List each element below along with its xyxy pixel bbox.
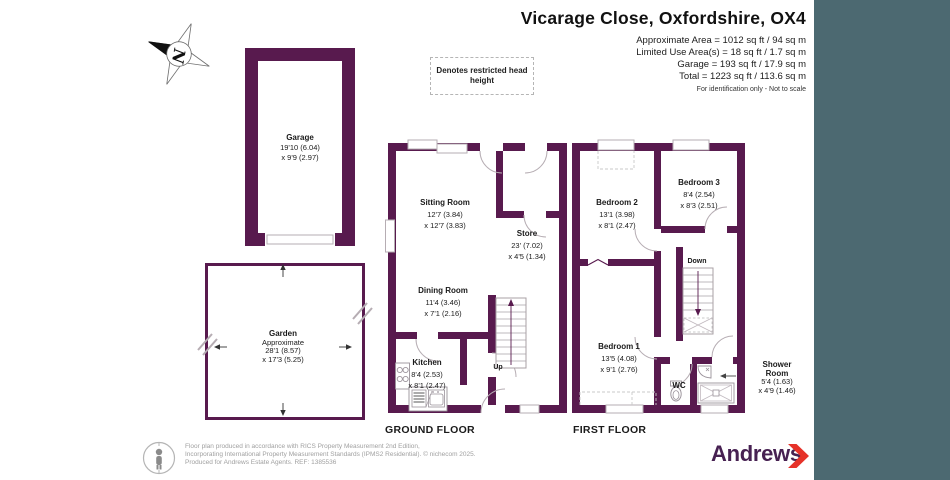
ground-floor-door-openings: [480, 143, 547, 413]
kitchen-dim1: 8'4 (2.53): [411, 369, 443, 379]
garden-label: Garden Approximate 28'1 (8.57) x 17'3 (5…: [238, 329, 328, 364]
compass-circle: [166, 41, 192, 67]
sitting-room-dim2: x 12'7 (3.83): [424, 221, 466, 230]
garden-annotations: [197, 264, 373, 416]
store-dim1: 23' (7.02): [511, 240, 543, 250]
garden-measure-arrows: [214, 264, 352, 416]
right-side-panel: [814, 0, 950, 480]
first-floor-walls: [572, 143, 745, 413]
kitchen-dim2: x 8'1 (2.47): [408, 381, 446, 390]
first-floor-plan: [572, 139, 745, 414]
shower-room-dim2: x 4'9 (1.46): [758, 385, 796, 395]
garden-approximate: Approximate: [261, 337, 305, 347]
sink-unit: [408, 386, 448, 412]
dining-room-dim1: 11'4 (3.46): [425, 297, 461, 307]
first-floor-windows: [597, 139, 729, 414]
sitting-room-dim1: 12'7 (3.84): [427, 209, 463, 219]
first-floor-stairs: [682, 267, 714, 335]
measurement-person-icon: [142, 441, 176, 475]
footer-line3: Produced for Andrews Estate Agents. REF:…: [185, 459, 337, 466]
ground-floor-stairs: [495, 297, 527, 369]
shower-tray: [697, 382, 735, 404]
ground-floor-walls: [388, 143, 567, 413]
bedroom2-dim2: x 8'1 (2.47): [598, 221, 636, 230]
kitchen-name: Kitchen: [412, 358, 442, 367]
bedroom3-dim1: 8'4 (2.54): [683, 189, 715, 199]
stairs-down-label: Down: [687, 258, 707, 265]
andrews-chevron-icon: [788, 444, 809, 468]
shower-room-name2: Room: [765, 368, 789, 378]
bedroom2-label: Bedroom 2 13'1 (3.98) x 8'1 (2.47): [572, 197, 662, 232]
legend-text: Denotes restricted head height: [436, 66, 528, 85]
store-label: Store 23' (7.02) x 4'5 (1.34): [497, 228, 557, 263]
stairs-down-arrow: [695, 309, 701, 316]
garage-label: Garage 19'10 (6.04) x 9'9 (2.97): [255, 133, 345, 163]
ground-floor-plan: [385, 139, 567, 414]
compass-icon: [148, 23, 210, 85]
toilet: [670, 380, 682, 402]
identification-note: For identification only - Not to scale: [696, 86, 806, 93]
restricted-height-legend: Denotes restricted head height: [430, 57, 534, 95]
garage-interior: [258, 61, 342, 233]
ground-floor-windows: [385, 139, 540, 414]
garden-break-marks: [197, 302, 373, 356]
total-area: Total = 1223 sq ft / 113.6 sq m: [679, 71, 806, 82]
kitchen-label: Kitchen 8'4 (2.53) x 8'1 (2.47): [392, 357, 462, 392]
garage-dim1: 19'10 (6.04): [280, 143, 320, 152]
limited-use-area: Limited Use Area(s) = 18 sq ft / 1.7 sq …: [636, 47, 806, 58]
garden-dim1: 28'1 (8.57): [265, 346, 301, 355]
page-title: Vicarage Close, Oxfordshire, OX4: [520, 8, 806, 28]
shower-room-name1: Shower: [762, 360, 792, 369]
garage-dim2: x 9'9 (2.97): [281, 153, 319, 162]
kitchen-fixtures: [395, 362, 448, 412]
first-floor-title: FIRST FLOOR: [573, 424, 647, 436]
footer-disclaimer: Floor plan produced in accordance with R…: [185, 443, 476, 467]
bedroom1-dim1: 13'5 (4.08): [601, 353, 637, 363]
dining-room-label: Dining Room 11'4 (3.46) x 7'1 (2.16): [398, 285, 488, 320]
bedroom1-dim2: x 9'1 (2.76): [600, 365, 638, 374]
stairs-up-label: Up: [493, 364, 503, 371]
bathroom-fixtures: [670, 365, 735, 404]
andrews-logo-text: Andrews: [711, 441, 802, 466]
garage-area: Garage = 193 sq ft / 17.9 sq m: [677, 59, 806, 70]
header: Vicarage Close, Oxfordshire, OX4 Approxi…: [521, 8, 806, 93]
garage-door: [266, 234, 334, 245]
sitting-room-name: Sitting Room: [420, 198, 470, 207]
garden-name: Garden: [268, 329, 297, 338]
store-name: Store: [516, 229, 538, 238]
shower-label-arrow: [720, 373, 736, 379]
bedroom2-name: Bedroom 2: [596, 198, 638, 207]
bedroom1-name: Bedroom 1: [598, 342, 640, 351]
garden-dim2: x 17'3 (5.25): [262, 354, 304, 364]
dining-room-dim2: x 7'1 (2.16): [424, 309, 462, 318]
bedroom3-name: Bedroom 3: [678, 178, 720, 187]
restricted-height-dashes: [579, 151, 657, 405]
bedroom1-label: Bedroom 1 13'5 (4.08) x 9'1 (2.76): [574, 341, 664, 376]
bedroom3-dim2: x 8'3 (2.51): [680, 201, 718, 210]
bedroom2-folding-door: [587, 258, 609, 266]
footer-line1: Floor plan produced in accordance with R…: [185, 443, 420, 450]
hob: [395, 362, 410, 390]
stairs-up-arrow: [508, 299, 514, 306]
wc-label: WC: [672, 381, 686, 390]
dining-room-name: Dining Room: [418, 286, 468, 295]
compass-north-letter: N: [167, 47, 190, 65]
corner-basin: [697, 365, 712, 379]
store-dim2: x 4'5 (1.34): [508, 252, 546, 261]
sitting-room-label: Sitting Room 12'7 (3.84) x 12'7 (3.83): [400, 197, 490, 232]
garage-name: Garage: [286, 133, 314, 142]
ground-floor-title: GROUND FLOOR: [385, 424, 475, 436]
footer-line2: Incorporating International Property Mea…: [185, 451, 476, 458]
garage-plan: [245, 48, 355, 246]
approximate-area: Approximate Area = 1012 sq ft / 94 sq m: [636, 35, 806, 46]
shower-room-label: Shower Room 5'4 (1.63) x 4'9 (1.46): [748, 360, 806, 395]
bedroom3-label: Bedroom 3 8'4 (2.54) x 8'3 (2.51): [664, 177, 734, 212]
shower-room-dim1: 5'4 (1.63): [761, 377, 793, 386]
bedroom2-dim1: 13'1 (3.98): [599, 209, 635, 219]
